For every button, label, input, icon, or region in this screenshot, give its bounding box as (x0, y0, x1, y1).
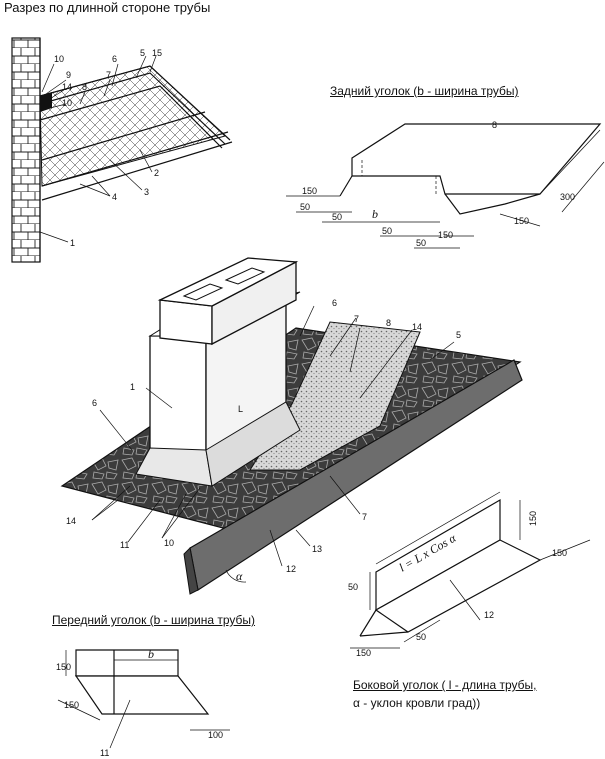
flashing-seal (40, 92, 52, 112)
side-dim: 50 (348, 582, 358, 592)
back-dim: 8 (492, 120, 497, 130)
iso-label: 6 (332, 298, 337, 308)
back-dim: 50 (382, 226, 392, 236)
side-dim: 150 (356, 648, 371, 658)
chimney-front-face (149, 335, 207, 465)
front-corner-caption: Передний уголок (b - ширина трубы) (52, 613, 256, 627)
back-dim: 150 (514, 216, 529, 226)
back-dim: 150 (302, 186, 317, 196)
side-corner-caption-line2: α - уклон кровли град)) (353, 696, 481, 710)
front-corner-upright (75, 649, 179, 677)
iso-label: 14 (66, 516, 76, 526)
section-label: 4 (112, 192, 117, 202)
front-corner-view: 150 b 150 100 11 (56, 647, 230, 758)
isometric-view: 1 6 6 7 8 14 5 L 14 11 10 12 13 7 α (60, 257, 523, 595)
section-label: 3 (144, 187, 149, 197)
section-label: 1 (70, 238, 75, 248)
back-dim: b (372, 207, 378, 221)
section-label: 15 (152, 48, 162, 58)
section-label: 5 (140, 48, 145, 58)
iso-label: 7 (354, 314, 359, 324)
front-dim: 100 (208, 730, 223, 740)
section-label: 10 (62, 98, 72, 108)
iso-label: L (238, 404, 243, 414)
side-dim: 12 (484, 610, 494, 620)
chimney-cap-front (159, 299, 213, 345)
iso-label: 12 (286, 564, 296, 574)
side-dim: 50 (416, 632, 426, 642)
iso-label: 5 (456, 330, 461, 340)
front-corner-base (74, 675, 210, 715)
iso-label: α (236, 569, 243, 583)
side-corner-caption-line1: Боковой уголок ( l - длина трубы, (353, 678, 537, 692)
front-dim: 150 (56, 662, 71, 672)
iso-label: 8 (386, 318, 391, 328)
back-dim: 300 (560, 192, 575, 202)
roof-top-line (39, 65, 231, 141)
section-title: Разрез по длинной стороне трубы (4, 0, 211, 15)
iso-label: 7 (362, 512, 367, 522)
iso-label: 10 (164, 538, 174, 548)
side-dim: 150 (528, 511, 538, 526)
section-label: 8 (82, 82, 87, 92)
front-dim: b (148, 647, 154, 661)
section-label: 14 (62, 82, 72, 92)
section-label: 6 (112, 54, 117, 64)
side-corner-view: l = L x Cos α 150 150 50 50 150 12 (348, 491, 591, 658)
back-dim: 50 (332, 212, 342, 222)
front-dim: 11 (100, 748, 109, 758)
back-corner-sheet (351, 123, 602, 195)
section-label: 2 (154, 168, 159, 178)
section-view: 10 9 14 10 8 7 6 5 15 2 3 4 1 (11, 37, 233, 263)
section-label: 10 (54, 54, 64, 64)
side-dim: 150 (552, 548, 567, 558)
section-label: 9 (66, 70, 71, 80)
iso-label: 6 (92, 398, 97, 408)
back-corner-caption: Задний уголок (b - ширина трубы) (330, 84, 519, 98)
iso-label: 14 (412, 322, 422, 332)
back-dim: 50 (300, 202, 310, 212)
section-label: 7 (106, 70, 111, 80)
back-corner-view: 8 150 50 50 b 50 50 150 150 300 (286, 120, 605, 249)
iso-label: 11 (120, 540, 129, 550)
iso-label: 1 (130, 382, 135, 392)
brick-chimney-wall (11, 37, 41, 263)
back-dim: 150 (438, 230, 453, 240)
front-dim: 150 (64, 700, 79, 710)
back-dim: 50 (416, 238, 426, 248)
iso-label: 13 (312, 544, 322, 554)
